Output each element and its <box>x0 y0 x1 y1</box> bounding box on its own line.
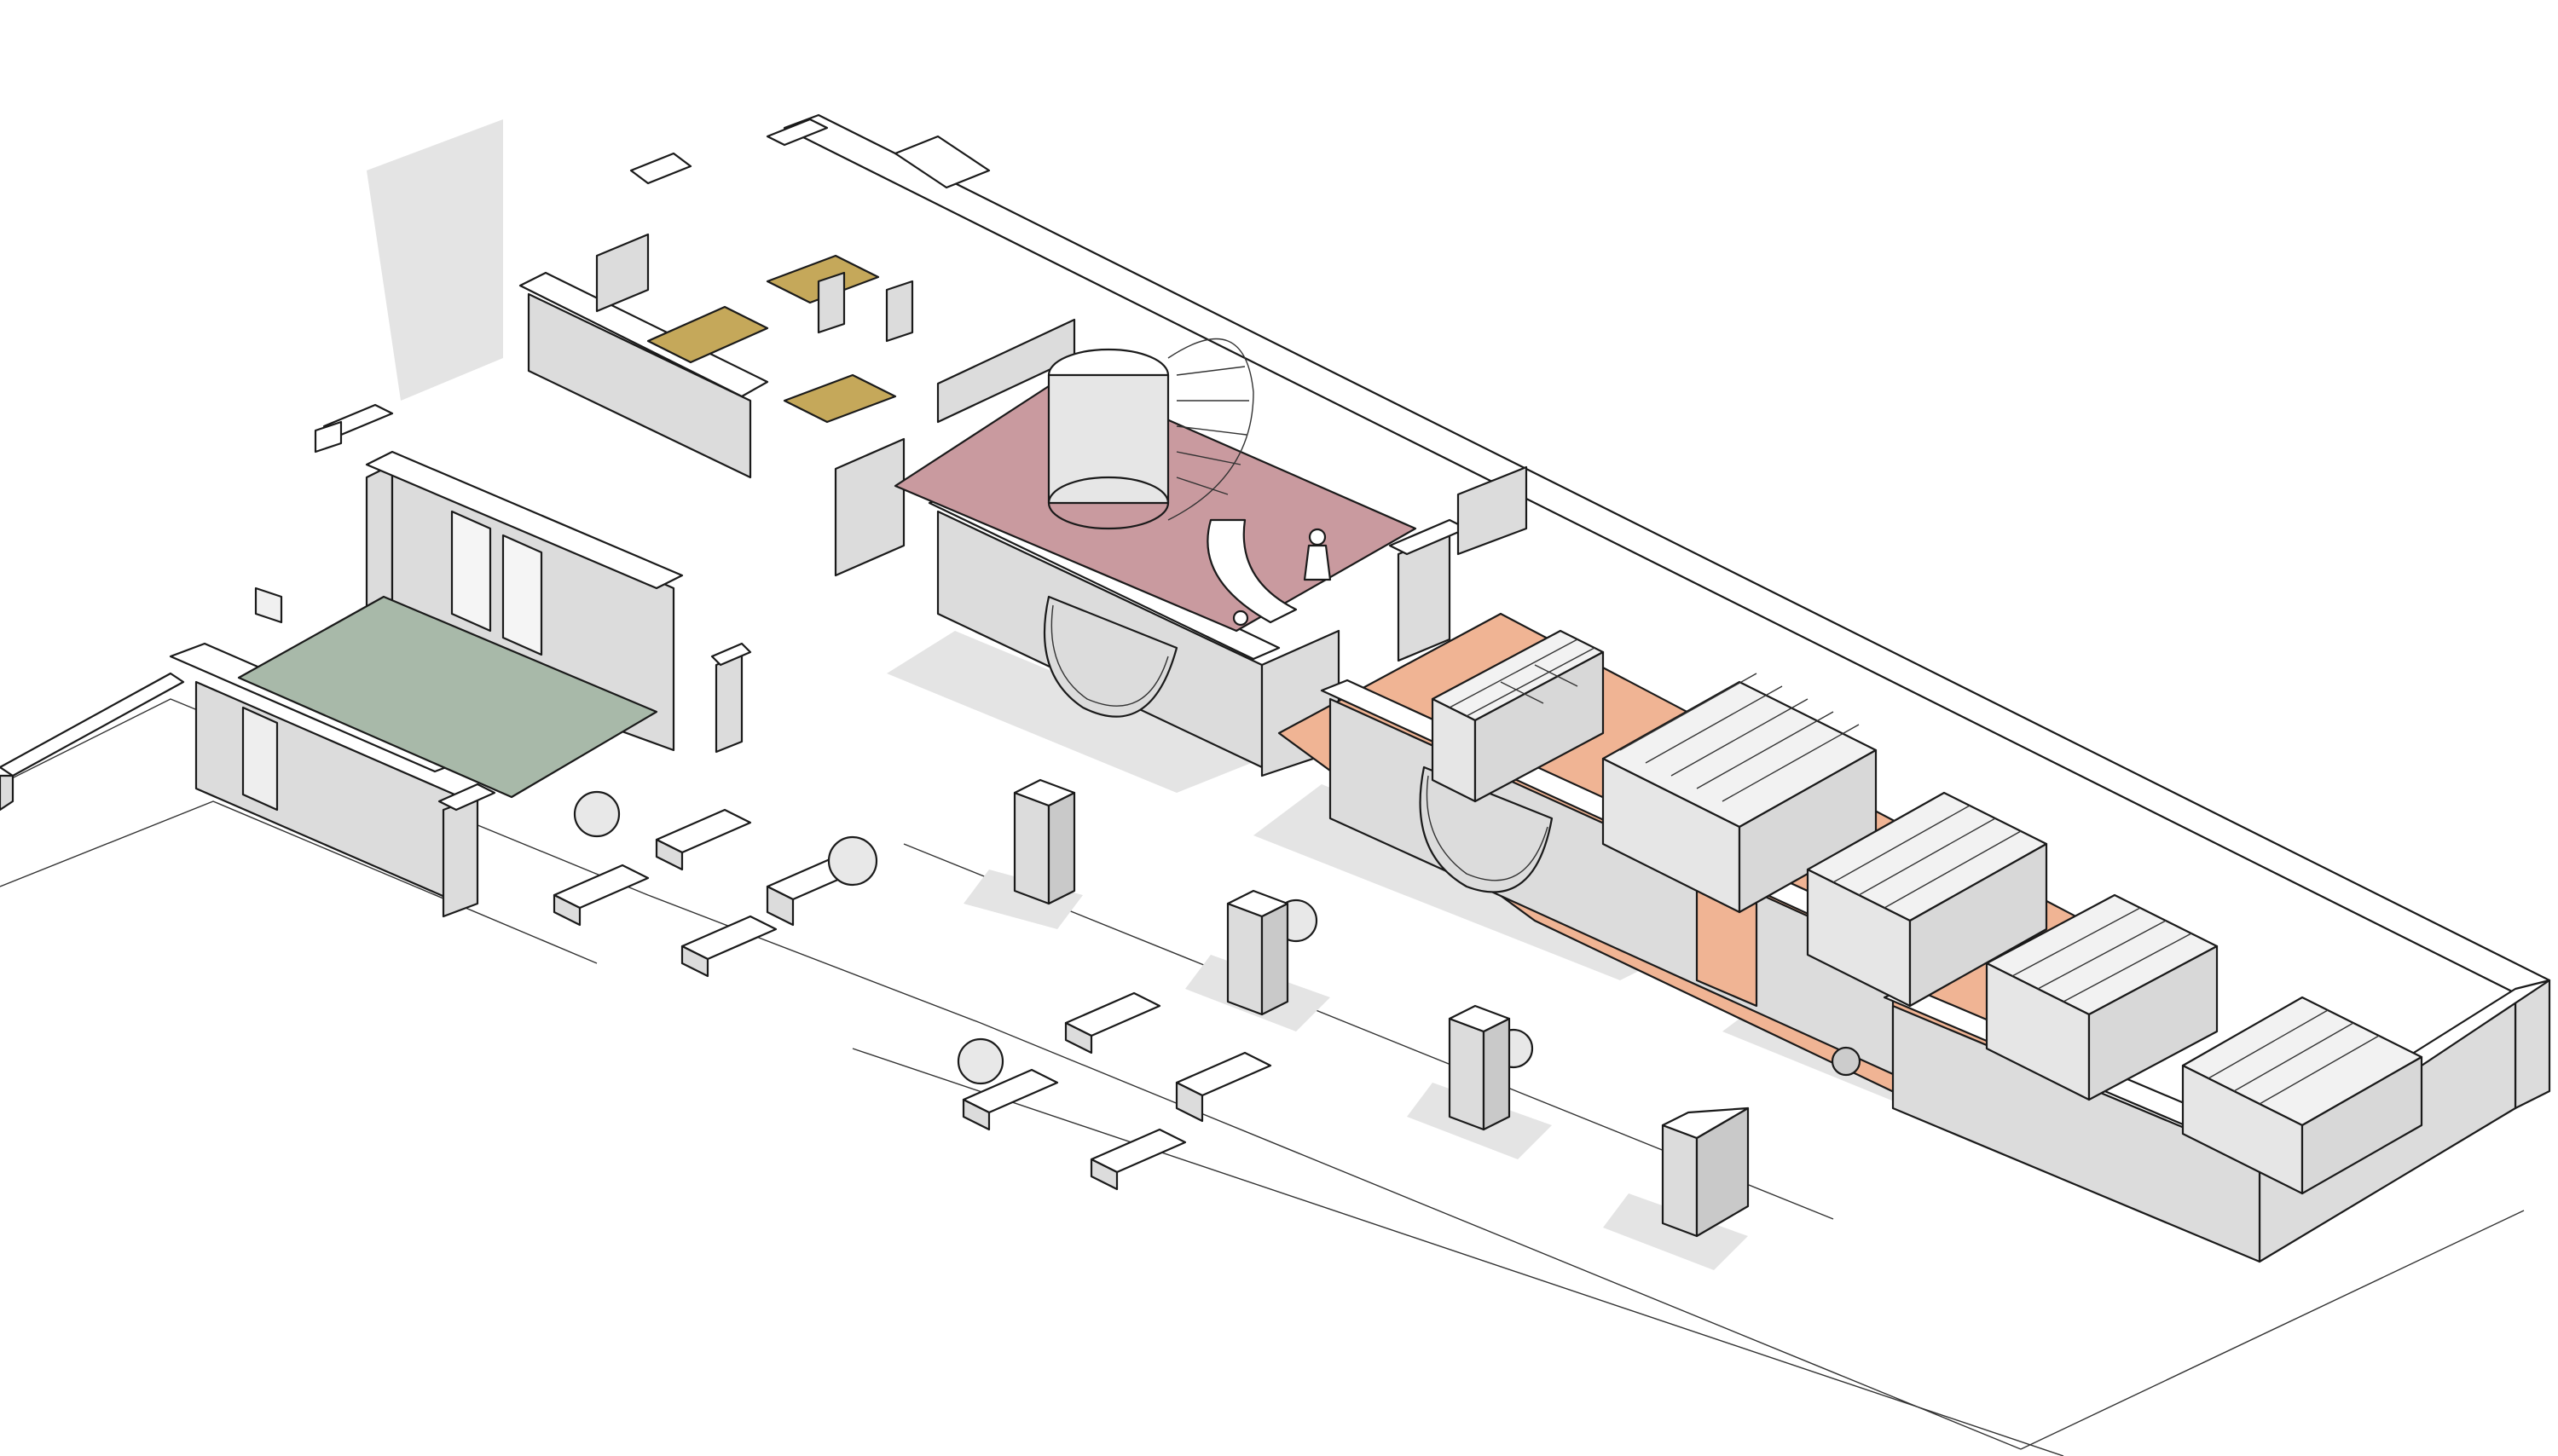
meeting-room-door <box>241 706 279 812</box>
cubicle-door-2 <box>885 280 914 343</box>
courtyard-furniture <box>553 790 1534 1191</box>
meeting-room-back-wall-top <box>365 450 684 590</box>
glass-door-left <box>450 510 492 633</box>
pillar-2 <box>1226 889 1289 1016</box>
planter-2 <box>1175 1051 1272 1123</box>
shelf-rack-1 <box>1431 629 1605 803</box>
stair-core <box>1047 373 1170 505</box>
pillar-3 <box>1448 1004 1511 1131</box>
meeting-room-window <box>254 586 283 624</box>
pillar-1 <box>1013 778 1076 905</box>
glass-door-right <box>501 534 543 656</box>
left-building <box>0 403 752 918</box>
bench-1 <box>655 808 752 871</box>
left-wall-top <box>0 672 185 777</box>
cubicle-door-1 <box>817 271 846 334</box>
person-receptionist <box>1308 528 1327 546</box>
bench-6 <box>1090 1128 1187 1191</box>
shelf-rack-5 <box>2181 996 2423 1195</box>
cubicle-block-front <box>527 292 752 479</box>
geodesic-tree-4-icon <box>957 1037 1004 1085</box>
cubicle-floor-1 <box>646 305 769 364</box>
shelving-racks <box>1431 629 2423 1195</box>
wall-lamp-icon <box>1831 1046 1861 1077</box>
meeting-room-floor <box>237 595 658 799</box>
cubicle-entrance-door <box>834 437 906 577</box>
bench-4 <box>1064 991 1161 1054</box>
shelf-rack-2 <box>1601 680 1878 914</box>
round-window-reception <box>1043 595 1178 718</box>
cubicle-floor-3 <box>783 373 897 424</box>
geodesic-tree-2-icon <box>827 835 878 887</box>
shadow-pillar-4 <box>1603 1193 1748 1270</box>
reception-desk <box>1207 518 1298 624</box>
person-visitor <box>1232 610 1249 627</box>
bench-3 <box>680 915 778 978</box>
geodesic-tree-1-icon <box>573 790 621 838</box>
storage-front-wall-2 <box>1891 1004 2261 1263</box>
shadow-left-block <box>367 119 503 401</box>
round-window-storage <box>1419 766 1554 893</box>
bench-2 <box>553 864 650 927</box>
pillars <box>1013 778 1750 1238</box>
shadow-pillar-1 <box>964 870 1083 929</box>
shadow-reception <box>887 631 1262 793</box>
bench-5 <box>962 1068 1059 1131</box>
pillar-4 <box>1661 1106 1750 1238</box>
spiral-stair <box>1167 338 1254 521</box>
main-building <box>518 113 2551 1263</box>
